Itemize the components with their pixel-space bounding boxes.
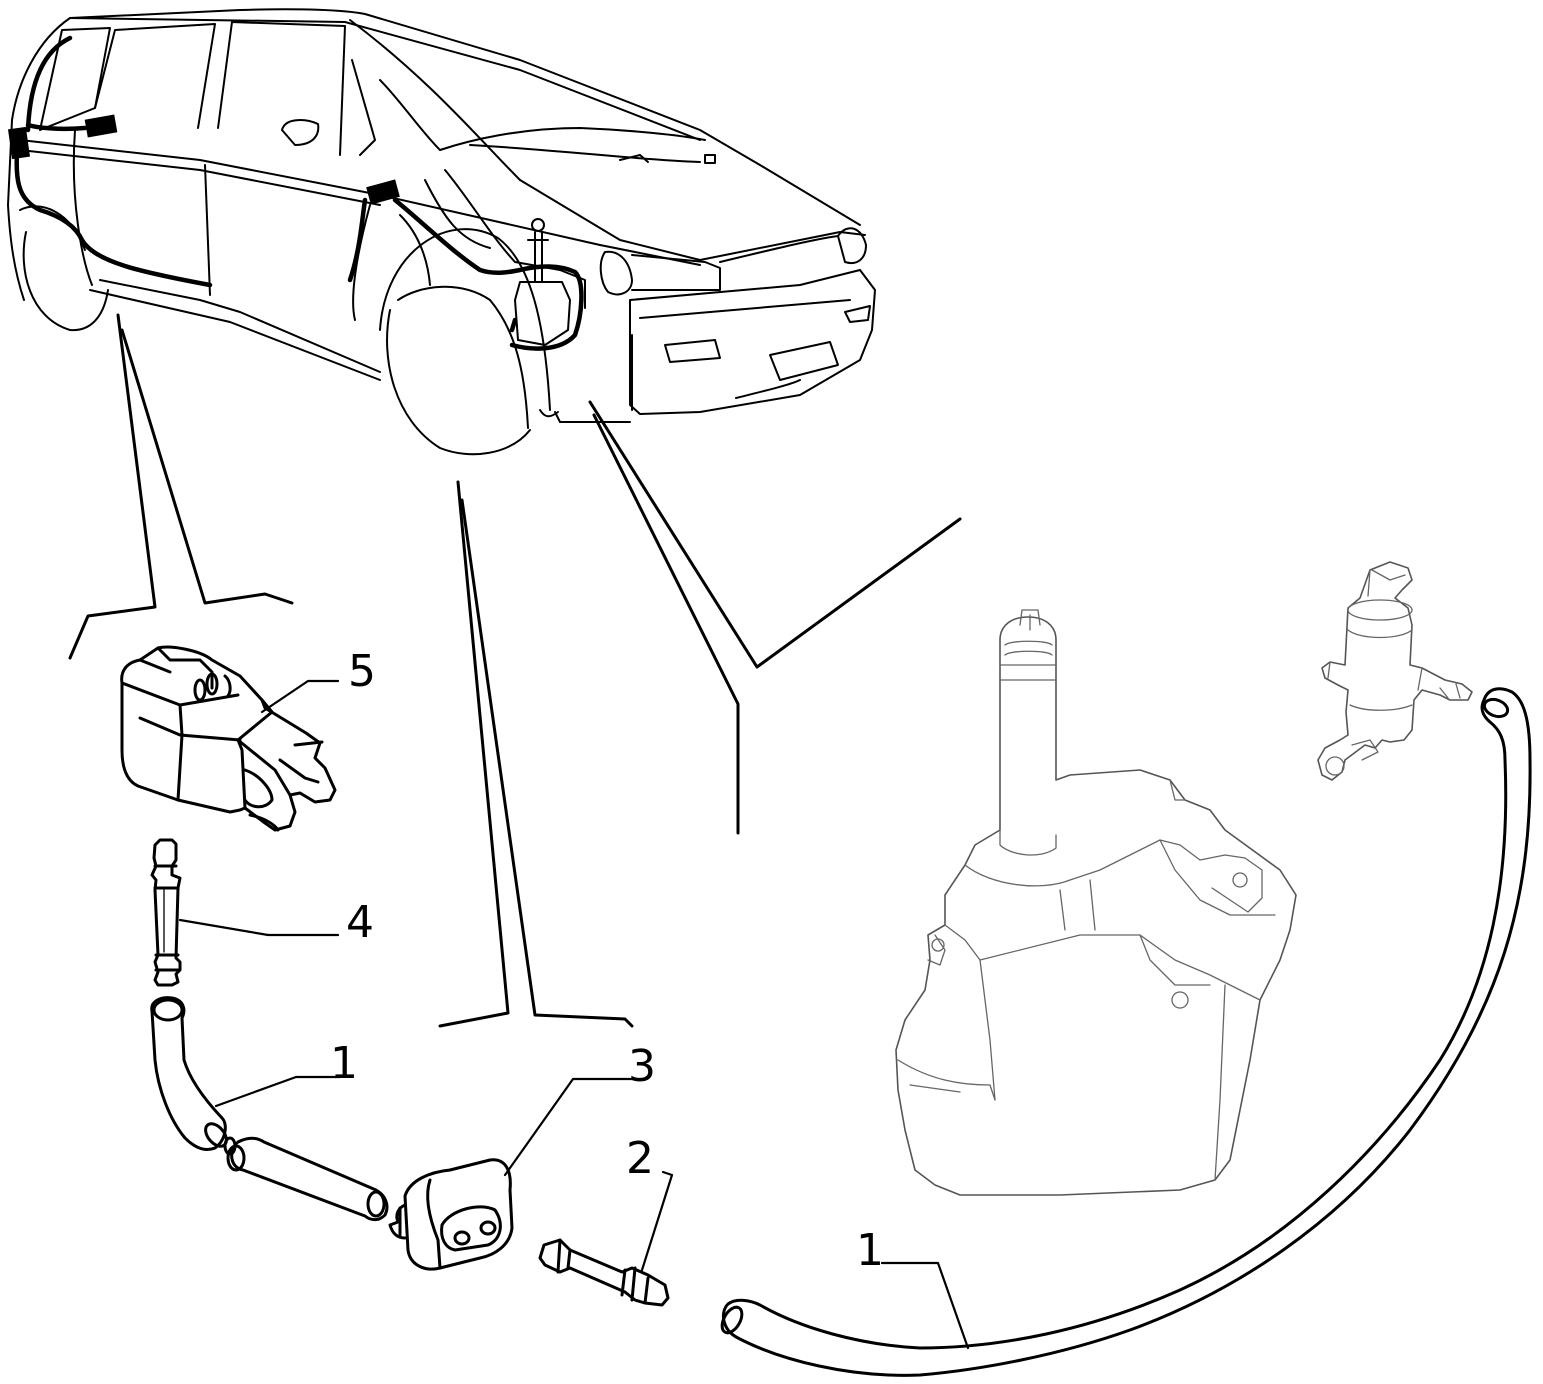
leader-1b [880,1261,970,1350]
callout-2: 2 [626,1133,654,1184]
callout-1-right: 1 [856,1225,884,1276]
callout-1-left: 1 [330,1038,358,1089]
callout-4: 4 [346,897,374,948]
washer-reservoir [895,609,1297,1196]
part-1-hose-left [150,996,389,1222]
part-1-hose-right [720,687,1532,1377]
callout-labels: 5 4 1 3 2 1 [330,646,884,1276]
leader-3 [503,1077,636,1177]
washer-pump [1317,561,1473,781]
leader-2 [640,1170,674,1272]
part-5-clip [120,645,337,832]
callout-5: 5 [348,646,376,697]
leader-1a [214,1075,342,1108]
leader-4 [178,918,340,937]
part-4-connector [150,838,182,987]
leader-lines [68,313,962,1028]
part-2-connector [538,1238,670,1307]
part-3-nozzle [388,1158,514,1271]
callout-3: 3 [628,1041,656,1092]
leader-5 [260,679,340,714]
vehicle-outline [7,8,876,456]
